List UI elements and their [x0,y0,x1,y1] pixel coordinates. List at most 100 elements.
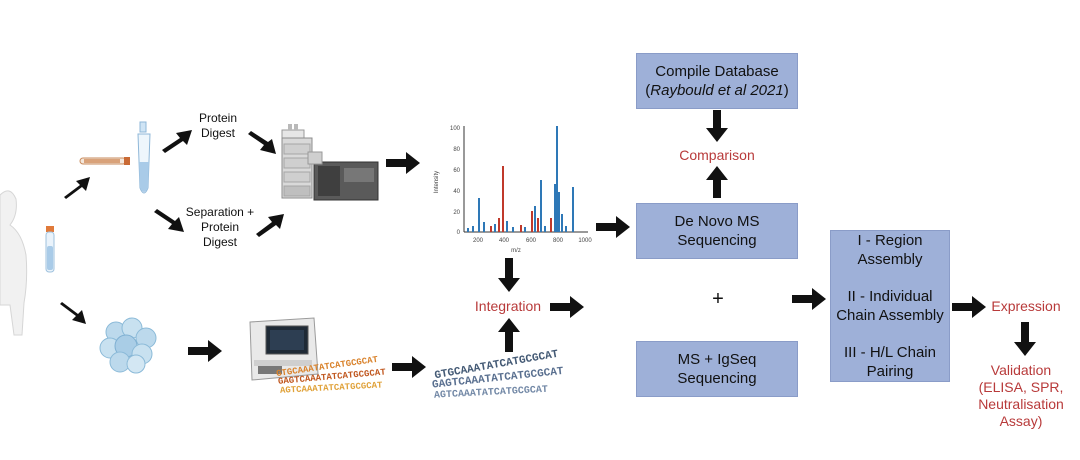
y-tick-0: 0 [457,230,461,236]
y-tick-40: 40 [453,189,460,195]
peak [483,222,485,232]
validation-line2: (ELISA, SPR, [978,379,1064,395]
arrow-to-separation-icon [154,209,184,232]
peak [550,218,552,232]
y-tick-100: 100 [450,126,461,132]
separation-digest-label: Separation + Protein Digest [180,205,260,250]
arrow-sequencer-to-dna-icon [392,356,426,378]
integration-label: Integration [474,298,542,314]
denovo-line2: Sequencing [677,232,757,249]
msigseq-line2: Sequencing [677,370,757,387]
arrow-denovo-to-comparison-icon [706,166,728,198]
cell-cluster-icon [99,317,157,374]
protein-digest-line2: Digest [200,126,235,140]
arrow-assembly-to-expression-icon [952,296,986,318]
arrow-up-right-icon [64,177,90,199]
protein-digest-line1: Protein [198,111,238,125]
peak [478,198,480,232]
peak [506,221,508,232]
ms-igseq-box: MS + IgSeq Sequencing [636,341,798,397]
peak [472,226,474,232]
x-tick-200: 200 [473,238,484,244]
paren-close: ) [783,82,789,99]
spectrum-peaks [467,126,574,232]
peak [520,225,522,232]
x-tick-1000: 1000 [578,238,592,244]
x-tick-800: 800 [553,238,564,244]
mass-spectrum: 100 80 60 40 20 0 200 400 600 800 1000 m… [428,118,598,258]
dna-sequence-text: GTGCAAATATCATGCGCAT GAGTCAAATATCATGCGCAT… [432,349,565,402]
peak [490,226,492,232]
plus-sign: + [712,288,724,310]
peak [498,218,500,232]
lc-ms-instrument-icon [281,124,379,201]
assembly-line4: Chain Assembly [836,307,944,324]
peak [565,226,567,232]
arrow-to-assembly-icon [792,288,826,310]
sequencer-output-dna: GTGCAAATATCATGCGCAT GAGTCAAATATCATGCGCAT… [276,355,387,396]
y-axis-label: Intensity [434,171,440,193]
arrow-down-right-icon [60,302,86,324]
assembly-line6: Pairing [866,363,914,380]
x-tick-600: 600 [526,238,537,244]
validation-line1: Validation [990,362,1052,378]
compile-database-line2: (Raybould et al 2021) [645,81,788,100]
arrow-dna-up-icon [498,318,520,352]
mass-spectrum-plot: 100 80 60 40 20 0 200 400 600 800 1000 m… [434,126,592,254]
separation-line3: Digest [202,235,237,249]
peak [558,192,560,232]
separation-line2: Protein [200,220,240,234]
arrow-db-to-comparison-icon [706,110,728,142]
expression-label: Expression [991,298,1061,314]
peak [556,126,558,232]
peak [494,224,496,232]
arrow-lcms-to-spectrum-icon [386,152,420,174]
peak [540,180,542,232]
assembly-line2: Assembly [857,251,923,268]
human-silhouette-icon [0,190,28,336]
assembly-box: I - Region Assembly II - Individual Chai… [830,230,950,382]
pipette-tube-icon [137,121,151,194]
peak [512,227,514,232]
denovo-ms-box: De Novo MS Sequencing [636,203,798,259]
peak [467,228,469,232]
arrow-to-digest-icon [162,130,192,153]
assembly-line3: II - Individual [847,288,933,305]
y-tick-80: 80 [453,147,460,153]
arrow-cells-to-sequencer-icon [188,340,222,362]
arrow-digest-to-lcms-icon [248,131,276,154]
protein-digest-label: Protein Digest [188,111,248,141]
peak [544,226,546,232]
peak [561,214,563,232]
arrow-integration-right-icon [550,296,584,318]
sample-tube-icon [79,157,130,165]
paren-open: ( [645,82,651,99]
x-tick-400: 400 [499,238,510,244]
assembly-line5: III - H/L Chain [844,344,936,361]
validation-label: Validation (ELISA, SPR, Neutralisation A… [966,362,1076,430]
compile-database-line1: Compile Database [655,63,779,80]
comparison-label: Comparison [679,147,755,163]
y-tick-60: 60 [453,168,460,174]
denovo-line1: De Novo MS [674,213,760,230]
peak [537,218,539,232]
separation-line1: Separation + [185,205,255,219]
arrow-separation-to-lcms-icon [256,214,284,237]
peak [572,187,574,232]
citation: Raybould et al 2021 [650,82,784,99]
peak [554,184,556,232]
msigseq-line1: MS + IgSeq [677,351,757,368]
validation-line3: Neutralisation [978,396,1064,412]
blood-tube-icon [45,226,55,273]
arrow-expression-to-validation-icon [1014,322,1036,356]
validation-line4: Assay) [999,413,1043,429]
arrow-spectrum-to-denovo-icon [596,216,630,238]
sequencer-instrument-icon [249,317,319,381]
peak [524,227,526,232]
assembly-line1: I - Region [857,232,923,249]
peak [534,206,536,232]
peak [531,211,533,232]
compile-database-box: Compile Database (Raybould et al 2021) [636,53,798,109]
arrow-spectrum-down-icon [498,258,520,292]
peak [502,166,504,232]
